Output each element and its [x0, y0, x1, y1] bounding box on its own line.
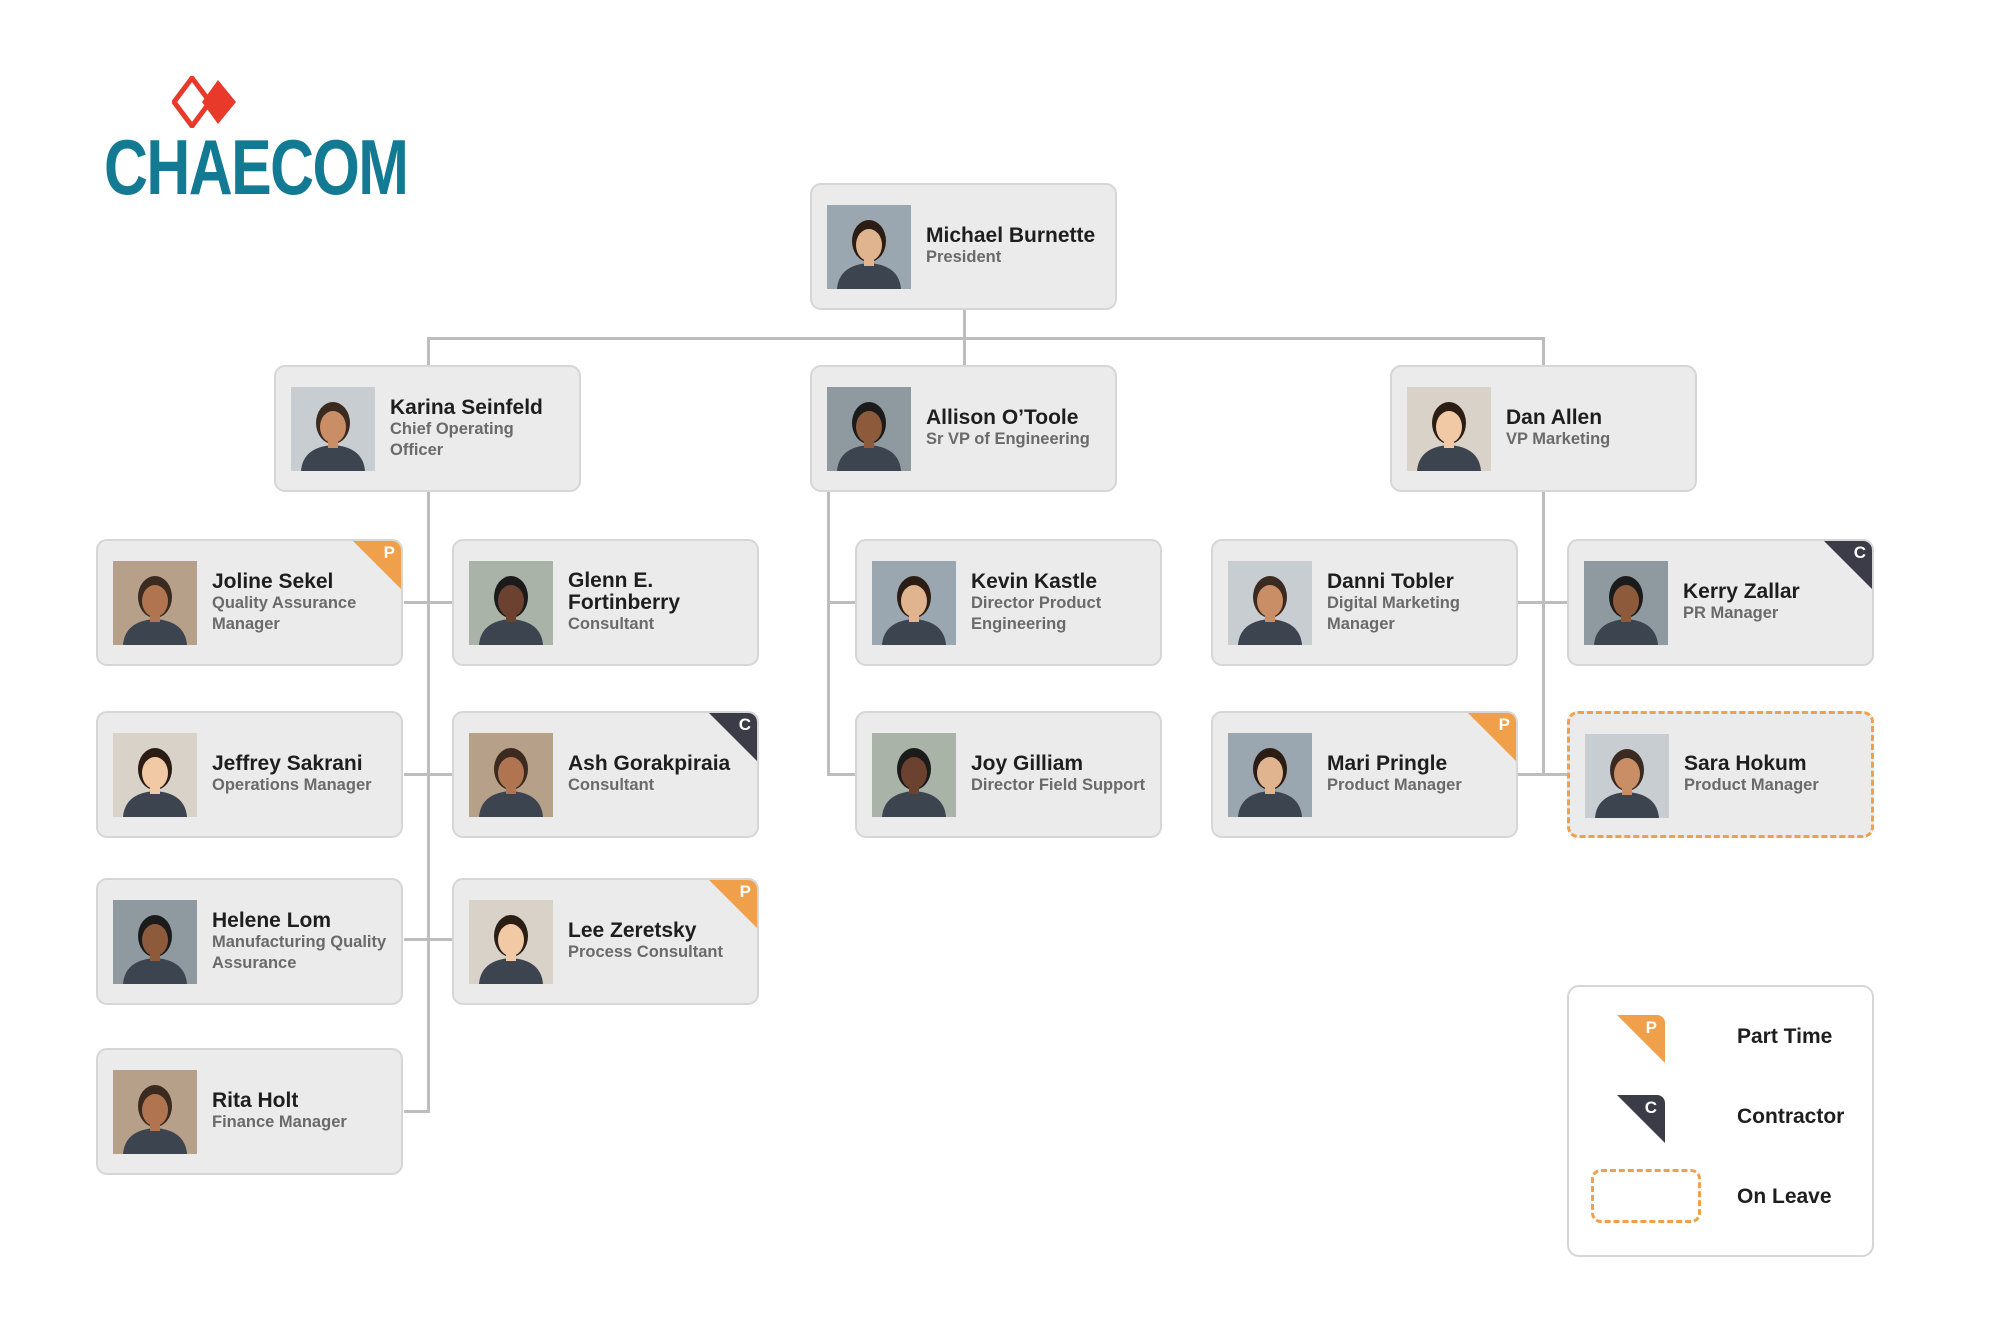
person-title: Process Consultant	[568, 943, 723, 961]
logo-diamonds-icon	[172, 76, 236, 128]
connector-line	[1518, 773, 1567, 776]
person-title: PR Manager	[1683, 604, 1779, 622]
person-title: Finance Manager	[212, 1113, 347, 1131]
connector-line	[963, 338, 966, 365]
avatar	[1407, 387, 1491, 471]
avatar	[113, 900, 197, 984]
connector-line	[1518, 601, 1567, 604]
avatar	[827, 387, 911, 471]
person-title: Digital Marketing Manager	[1327, 593, 1460, 633]
avatar	[1585, 734, 1669, 818]
person-title: Product Manager	[1327, 776, 1462, 794]
avatar	[291, 387, 375, 471]
contractor-badge-icon: C	[1617, 1095, 1665, 1143]
avatar	[113, 733, 197, 817]
connector-line	[963, 310, 966, 338]
person-name: Sara Hokum	[1684, 752, 1807, 775]
connector-line	[404, 773, 452, 776]
on-leave-border-icon	[1591, 1169, 1701, 1223]
connector-line	[827, 773, 855, 776]
person-name: Ash Gorakpiraia	[568, 752, 731, 775]
person-title: Manufacturing Quality Assurance	[212, 932, 387, 972]
avatar	[1584, 561, 1668, 645]
person-name: Danni Tobler	[1327, 569, 1454, 593]
person-name: Allison O’Toole	[926, 406, 1079, 429]
person-title: Quality Assurance Manager	[212, 593, 357, 633]
person-name: Jeffrey Sakrani	[212, 752, 363, 775]
avatar	[469, 733, 553, 817]
connector-line	[1542, 338, 1545, 365]
person-name: Rita Holt	[212, 1089, 299, 1112]
avatar	[1228, 561, 1312, 645]
avatar	[469, 561, 553, 645]
connector-line	[404, 1110, 430, 1113]
logo-text: CHAECOM	[104, 123, 409, 211]
legend-item-on-leave: On Leave	[1569, 1169, 1872, 1229]
person-title: Chief Operating Officer	[390, 419, 514, 459]
person-title: Product Manager	[1684, 776, 1819, 794]
legend-item-contractor: C Contractor	[1569, 1089, 1872, 1149]
person-title: Consultant	[568, 615, 655, 633]
person-title: Director Product Engineering	[971, 593, 1102, 633]
person-name: Joline Sekel	[212, 569, 334, 593]
connector-line	[827, 601, 855, 604]
connector-line	[427, 338, 430, 365]
avatar	[1228, 733, 1312, 817]
legend: P Part Time C Contractor On Leave	[1567, 985, 1874, 1257]
person-title: President	[926, 248, 1002, 266]
person-name: Michael Burnette	[926, 224, 1096, 247]
person-name: Joy Gilliam	[971, 752, 1084, 775]
connector-line	[404, 601, 452, 604]
connector-line	[404, 938, 452, 941]
avatar	[469, 900, 553, 984]
connector-line	[427, 337, 1545, 340]
person-name: Kerry Zallar	[1683, 580, 1800, 603]
connector-line	[827, 492, 830, 775]
avatar	[872, 561, 956, 645]
avatar	[113, 561, 197, 645]
avatar	[113, 1070, 197, 1154]
part-time-badge-icon: P	[1617, 1015, 1665, 1063]
person-title: VP Marketing	[1506, 430, 1611, 448]
person-name: Lee Zeretsky	[568, 919, 697, 942]
person-title: Sr VP of Engineering	[926, 430, 1090, 448]
person-name: Helene Lom	[212, 908, 332, 932]
person-name: Mari Pringle	[1327, 752, 1448, 775]
person-title: Director Field Support	[971, 776, 1146, 794]
person-title: Operations Manager	[212, 776, 372, 794]
person-name: Kevin Kastle	[971, 569, 1098, 593]
legend-item-part-time: P Part Time	[1569, 1009, 1872, 1069]
person-title: Consultant	[568, 776, 655, 794]
person-name: Dan Allen	[1506, 406, 1603, 429]
avatar	[827, 205, 911, 289]
person-name: Glenn E. Fortinberry	[568, 569, 681, 614]
connector-line	[427, 492, 430, 1112]
person-name: Karina Seinfeld	[390, 395, 543, 419]
company-logo: CHAECOM	[100, 76, 409, 206]
connector-line	[1542, 492, 1545, 775]
avatar	[872, 733, 956, 817]
